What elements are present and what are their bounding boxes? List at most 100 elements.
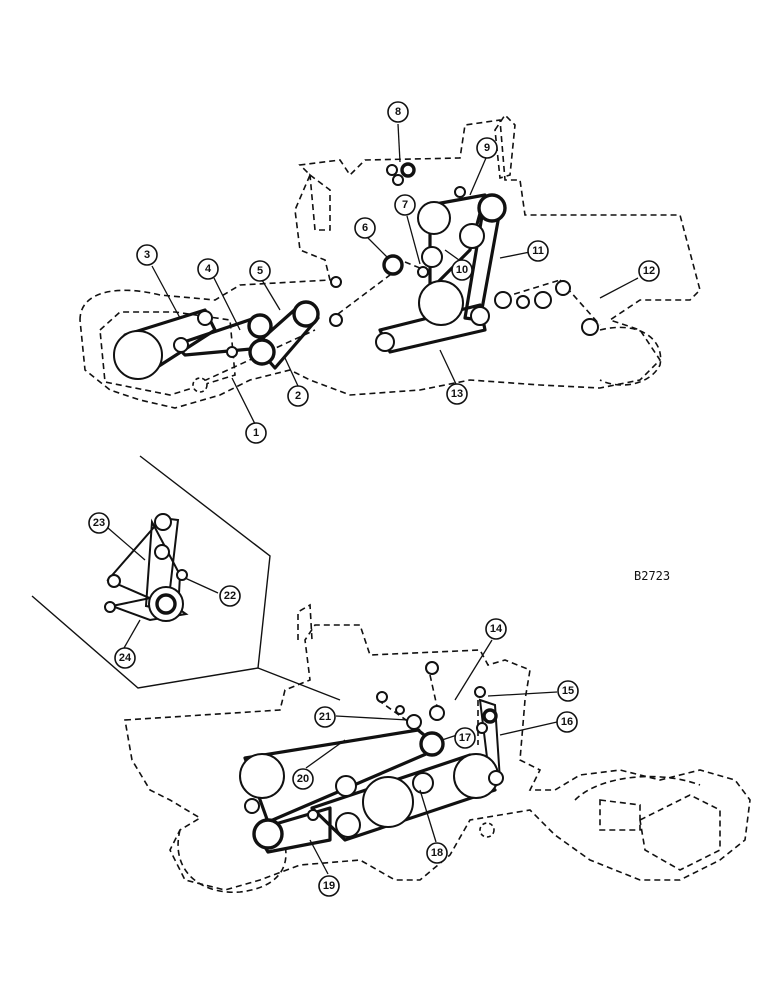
svg-text:18: 18 <box>431 847 443 859</box>
callout-7: 7 <box>394 194 416 216</box>
pulley-engine-top-b <box>400 162 416 178</box>
top-cab-outline <box>309 113 516 231</box>
pulley-16-a <box>482 708 498 724</box>
pulley-18-bottom <box>479 822 495 838</box>
callout-2: 2 <box>287 385 309 407</box>
pulley-19-main <box>252 818 284 850</box>
pulley-21-small <box>376 691 388 703</box>
belt-18 <box>310 753 497 842</box>
pulley-mid-small <box>330 276 342 288</box>
bottom-rear-tire-outline <box>177 829 287 893</box>
callout-22: 22 <box>219 585 241 607</box>
pulley-header-idler-a <box>173 337 189 353</box>
pulley-10-mid-a <box>459 223 485 249</box>
callout-23: 23 <box>88 512 110 534</box>
reference-code: B2723 <box>634 569 670 583</box>
leader-8 <box>397 123 401 163</box>
bottom-stack-outline <box>297 603 313 641</box>
inset-pulley-bottom-left <box>104 601 116 613</box>
pulley-shaft-6 <box>382 254 404 276</box>
inset-pulley-left <box>107 574 121 588</box>
svg-text:21: 21 <box>319 711 331 723</box>
callout-11: 11 <box>527 240 549 262</box>
pulley-12-c <box>534 291 552 309</box>
svg-text:6: 6 <box>362 222 368 234</box>
svg-text:8: 8 <box>395 106 401 118</box>
callout-18: 18 <box>426 842 448 864</box>
pulley-feeder-upper <box>247 313 273 339</box>
svg-text:5: 5 <box>257 265 263 277</box>
leader-10 <box>444 249 460 261</box>
svg-text:16: 16 <box>561 716 573 728</box>
svg-text:11: 11 <box>532 245 544 257</box>
bottom-machine-outline <box>124 624 751 891</box>
top-shaft-dashed <box>194 261 601 386</box>
inset-pulley-top <box>154 513 172 531</box>
leader-16 <box>499 721 558 736</box>
svg-text:23: 23 <box>93 517 105 529</box>
top-front-tire-outline <box>599 326 662 386</box>
leader-4 <box>213 277 241 331</box>
pulley-13-left <box>375 332 395 352</box>
pulley-cylinder <box>418 280 464 326</box>
svg-text:9: 9 <box>484 142 490 154</box>
callout-21: 21 <box>314 706 336 728</box>
callout-5: 5 <box>249 260 271 282</box>
svg-text:24: 24 <box>119 652 132 664</box>
pulley-12-b <box>516 295 530 309</box>
pulley-18-small <box>412 772 434 794</box>
callout-4: 4 <box>197 258 219 280</box>
inset-detail <box>31 455 341 701</box>
callout-15: 15 <box>557 680 579 702</box>
pulley-12-d <box>555 280 571 296</box>
top-view <box>79 113 701 425</box>
leader-3 <box>151 265 181 319</box>
svg-text:4: 4 <box>205 263 212 275</box>
pulley-19-right <box>335 812 361 838</box>
callout-24: 24 <box>114 647 136 669</box>
leader-21 <box>335 715 409 721</box>
pulley-shaft-left <box>192 377 208 393</box>
svg-text:20: 20 <box>297 773 309 785</box>
inset-pulley-right-small <box>176 569 188 581</box>
pulley-rotor-drive <box>239 753 285 799</box>
callout-13: 13 <box>446 383 468 405</box>
svg-text:14: 14 <box>490 623 503 635</box>
svg-text:2: 2 <box>295 390 301 402</box>
inset-frame <box>31 455 271 689</box>
pulley-19-idler <box>307 809 319 821</box>
bottom-view <box>124 603 751 893</box>
bottom-front-tire-outline <box>574 775 701 801</box>
svg-text:10: 10 <box>456 264 468 276</box>
pulley-18-large <box>362 776 414 828</box>
pulley-engine-drive <box>477 193 507 223</box>
pulley-feeder-lower <box>248 338 276 366</box>
svg-text:19: 19 <box>323 880 335 892</box>
pulley-mid-a <box>335 775 357 797</box>
leader-2 <box>284 357 299 387</box>
pulley-21 <box>406 714 422 730</box>
leader-5 <box>261 279 281 311</box>
pulley-21-small-b <box>395 705 405 715</box>
pulley-header-drive <box>113 330 163 380</box>
callout-20: 20 <box>292 768 314 790</box>
leader-20 <box>305 739 346 769</box>
callout-12: 12 <box>638 260 660 282</box>
svg-text:13: 13 <box>451 388 463 400</box>
callouts: 1 2 3 4 5 6 7 8 9 10 11 12 13 14 15 16 1… <box>88 101 660 897</box>
leader-15 <box>487 691 558 697</box>
callout-1: 1 <box>245 422 267 444</box>
pulley-engine-large <box>417 201 451 235</box>
top-machine-outline <box>79 119 701 409</box>
callout-17: 17 <box>454 727 476 749</box>
svg-text:15: 15 <box>562 685 574 697</box>
leader-7 <box>406 215 421 265</box>
leader-14 <box>454 639 493 701</box>
callout-19: 19 <box>318 875 340 897</box>
pulley-17 <box>419 731 445 757</box>
pulley-feeder-small <box>226 346 238 358</box>
pulley-engine-top-c <box>392 174 404 186</box>
pulley-small-left <box>244 798 260 814</box>
callout-10: 10 <box>451 259 473 281</box>
